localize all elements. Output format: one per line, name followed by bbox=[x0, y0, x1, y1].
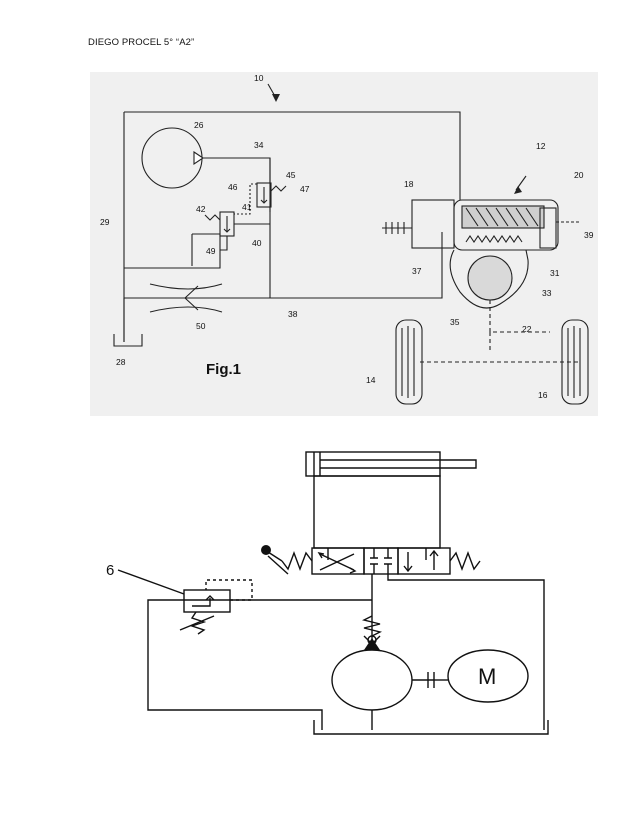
figure-1-steering-diagram: 10 12 14 16 18 20 22 26 28 29 31 33 34 3… bbox=[90, 72, 598, 416]
label-46: 46 bbox=[228, 182, 238, 192]
label-28: 28 bbox=[116, 357, 126, 367]
label-50: 50 bbox=[196, 321, 206, 331]
label-29: 29 bbox=[100, 217, 110, 227]
label-12: 12 bbox=[536, 141, 546, 151]
label-33: 33 bbox=[542, 288, 552, 298]
label-18: 18 bbox=[404, 179, 414, 189]
label-26: 26 bbox=[194, 120, 204, 130]
label-42: 42 bbox=[196, 204, 206, 214]
label-35: 35 bbox=[450, 317, 460, 327]
figure-1-caption: Fig.1 bbox=[206, 361, 241, 378]
label-47: 47 bbox=[300, 184, 310, 194]
figure-1-labels: 10 12 14 16 18 20 22 26 28 29 31 33 34 3… bbox=[100, 73, 594, 400]
label-37: 37 bbox=[412, 266, 422, 276]
label-14: 14 bbox=[366, 375, 376, 385]
label-34: 34 bbox=[254, 140, 264, 150]
label-45: 45 bbox=[286, 170, 296, 180]
label-38: 38 bbox=[288, 309, 298, 319]
label-31: 31 bbox=[550, 268, 560, 278]
motor-label: M bbox=[478, 664, 496, 689]
label-41: 41 bbox=[242, 202, 252, 212]
figure-2-hydraulic-circuit: 6 M bbox=[106, 451, 549, 735]
label-49: 49 bbox=[206, 246, 216, 256]
page-header: DIEGO PROCEL 5° “A2” bbox=[88, 37, 195, 48]
label-20: 20 bbox=[574, 170, 584, 180]
label-22: 22 bbox=[522, 324, 532, 334]
label-16: 16 bbox=[538, 390, 548, 400]
label-10: 10 bbox=[254, 73, 264, 83]
label-39: 39 bbox=[584, 230, 594, 240]
label-40: 40 bbox=[252, 238, 262, 248]
label-6: 6 bbox=[106, 562, 114, 579]
